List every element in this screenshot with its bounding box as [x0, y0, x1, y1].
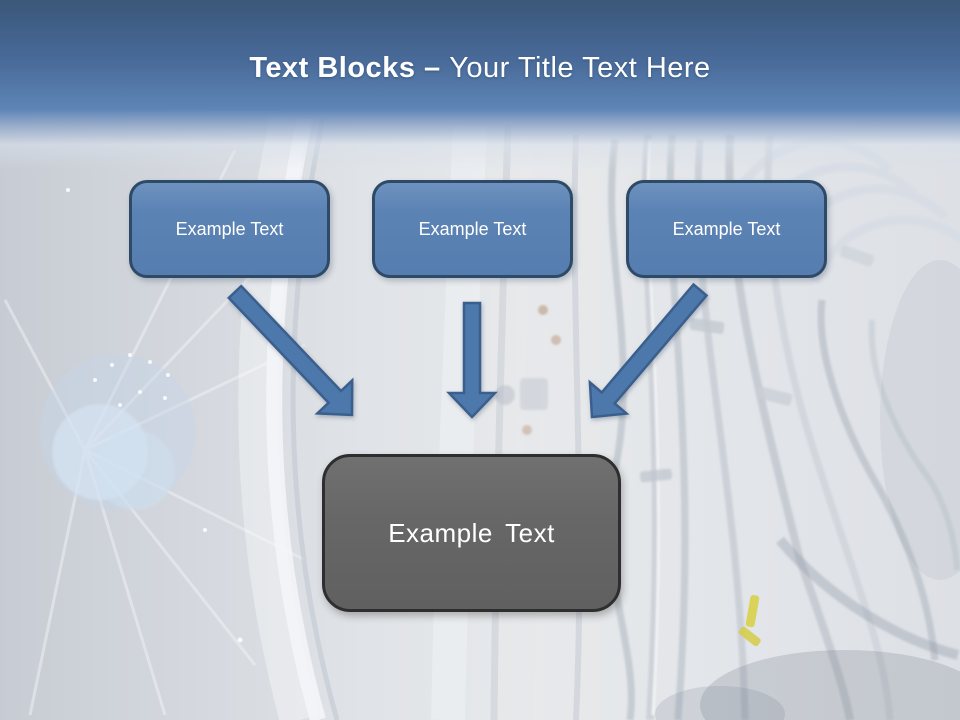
slide-title-bold: Text Blocks –	[249, 52, 450, 84]
specular-dots-decoration	[66, 188, 243, 643]
yellow-tag-decoration	[738, 595, 761, 647]
text-block-1[interactable]: Example Text	[129, 180, 330, 278]
arrow-down-right-icon[interactable]	[227, 284, 354, 417]
summary-block-label: Example Text	[388, 517, 555, 548]
text-block-3-label: Example Text	[672, 218, 781, 239]
title-band: Text Blocks – Your Title Text Here	[0, 0, 960, 170]
text-block-1-label: Example Text	[175, 218, 284, 239]
machinery-details-decoration	[495, 305, 561, 435]
text-block-2[interactable]: Example Text	[372, 180, 573, 278]
summary-block[interactable]: Example Text	[322, 454, 621, 612]
shadow-wash-decoration	[655, 260, 960, 720]
arrow-down-left-icon[interactable]	[588, 282, 709, 419]
text-block-3[interactable]: Example Text	[626, 180, 827, 278]
slide-title: Text Blocks – Your Title Text Here	[0, 52, 960, 85]
arrow-down-icon[interactable]	[446, 301, 498, 419]
slide-title-regular: Your Title Text Here	[449, 52, 711, 84]
spinner-cone-decoration	[40, 354, 196, 510]
text-block-2-label: Example Text	[418, 218, 527, 239]
